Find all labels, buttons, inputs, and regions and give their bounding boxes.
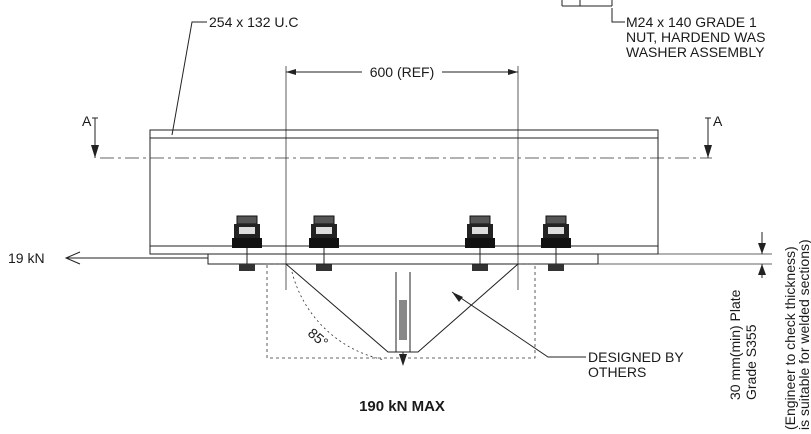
section-marker-right — [704, 117, 712, 158]
bolt-spec-leader — [611, 8, 625, 23]
plate-thickness-dimension — [598, 232, 772, 278]
bolt-clamp-4 — [541, 215, 571, 264]
bolt-spec-line-1: M24 x 140 GRADE 1 — [626, 14, 757, 30]
angle-arc — [291, 271, 386, 361]
title-box-fragment — [561, 0, 613, 7]
horizontal-load-arrow — [64, 251, 208, 265]
bracket — [284, 263, 520, 366]
horizontal-load-label: 19 kN — [8, 250, 45, 266]
bolt-clamp-2 — [309, 215, 339, 264]
engineer-note-line-2: is suitable for welded sections) — [796, 239, 811, 430]
plate-spec-note: 30 mm(min) Plate Grade S355 — [727, 289, 759, 400]
plate-spec-line-1: 30 mm(min) Plate — [727, 289, 743, 400]
bolt-clamp-1 — [232, 215, 262, 264]
beam — [100, 129, 712, 255]
bolt-spec-line-3: WASHER ASSEMBLY — [626, 44, 765, 60]
dimension-label: 600 (REF) — [370, 64, 435, 80]
engineer-note-line-1: (Engineer to check thickness) — [782, 246, 798, 430]
section-label: 254 x 132 U.C — [209, 14, 299, 30]
designed-by-line-1: DESIGNED BY — [588, 349, 684, 365]
vertical-load-label: 190 kN MAX — [359, 398, 445, 415]
base-plate — [207, 253, 599, 271]
section-marker-left — [91, 117, 99, 158]
dimension-600 — [285, 66, 519, 290]
angle-label: 85° — [305, 325, 332, 351]
section-label-leader — [171, 21, 207, 136]
bolt-spec-line-2: NUT, HARDEND WAS — [626, 29, 766, 45]
bolt-clamp-3 — [465, 215, 495, 264]
plate-spec-line-2: Grade S355 — [743, 324, 759, 400]
section-mark-right: A — [713, 113, 723, 129]
section-mark-left: A — [82, 113, 92, 129]
designed-by-line-2: OTHERS — [588, 364, 646, 380]
engineer-note: (Engineer to check thickness) is suitabl… — [782, 239, 811, 430]
designed-by-leader — [451, 291, 586, 358]
